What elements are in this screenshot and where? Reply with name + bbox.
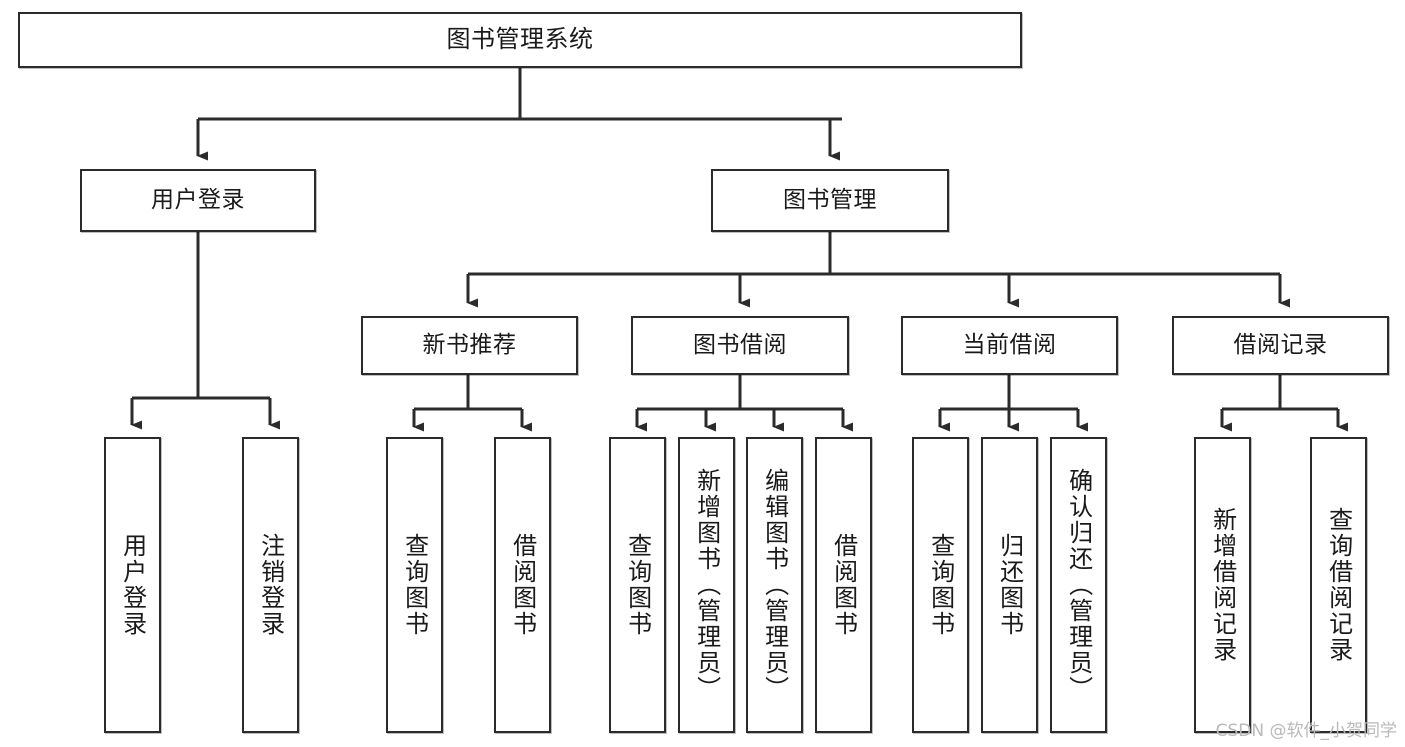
node-leaf-return-book-label: 归还图书 [995,533,1024,637]
node-book-manage-label: 图书管理 [783,187,877,214]
node-current-borrow-label: 当前借阅 [962,332,1057,359]
node-leaf-borrow-book-2-label: 借阅图书 [829,533,858,637]
node-leaf-query-book-1[interactable]: 查询图书 [386,437,443,733]
node-user-login-label: 用户登录 [151,187,245,214]
node-leaf-query-book-3[interactable]: 查询图书 [912,437,969,733]
node-borrow-record[interactable]: 借阅记录 [1172,316,1389,375]
node-current-borrow[interactable]: 当前借阅 [901,316,1118,375]
node-leaf-borrow-book-1[interactable]: 借阅图书 [494,437,551,733]
node-root[interactable]: 图书管理系统 [18,12,1022,68]
node-leaf-user-login-label: 用户登录 [118,533,147,637]
node-leaf-user-login[interactable]: 用户登录 [104,437,161,733]
node-leaf-edit-book-label: 编辑图书（管理员） [760,468,789,702]
node-leaf-return-book[interactable]: 归还图书 [981,437,1038,733]
node-leaf-query-book-3-label: 查询图书 [926,533,955,637]
node-leaf-add-book[interactable]: 新增图书（管理员） [678,437,735,733]
node-leaf-confirm-return[interactable]: 确认归还（管理员） [1050,437,1107,733]
csdn-watermark: CSDN @软件_小贺同学 [1215,721,1397,741]
node-leaf-logout-login[interactable]: 注销登录 [242,437,299,733]
node-book-borrow[interactable]: 图书借阅 [631,316,849,375]
node-leaf-query-record[interactable]: 查询借阅记录 [1310,437,1367,733]
node-leaf-borrow-book-1-label: 借阅图书 [508,533,537,637]
node-leaf-edit-book[interactable]: 编辑图书（管理员） [746,437,803,733]
node-leaf-query-book-1-label: 查询图书 [400,533,429,637]
node-leaf-logout-login-label: 注销登录 [256,533,285,637]
node-new-book-recommend[interactable]: 新书推荐 [361,316,578,375]
node-new-book-recommend-label: 新书推荐 [422,332,517,359]
node-book-manage[interactable]: 图书管理 [711,169,949,232]
node-leaf-add-book-label: 新增图书（管理员） [692,468,721,702]
node-leaf-add-record[interactable]: 新增借阅记录 [1194,437,1251,733]
node-leaf-borrow-book-2[interactable]: 借阅图书 [815,437,872,733]
node-leaf-query-book-2[interactable]: 查询图书 [609,437,666,733]
node-book-borrow-label: 图书借阅 [693,332,787,359]
node-user-login[interactable]: 用户登录 [80,169,316,232]
node-borrow-record-label: 借阅记录 [1233,332,1328,359]
node-root-label: 图书管理系统 [446,25,594,54]
node-leaf-confirm-return-label: 确认归还（管理员） [1064,468,1093,702]
node-leaf-add-record-label: 新增借阅记录 [1208,507,1237,663]
node-leaf-query-record-label: 查询借阅记录 [1324,507,1353,663]
node-leaf-query-book-2-label: 查询图书 [623,533,652,637]
